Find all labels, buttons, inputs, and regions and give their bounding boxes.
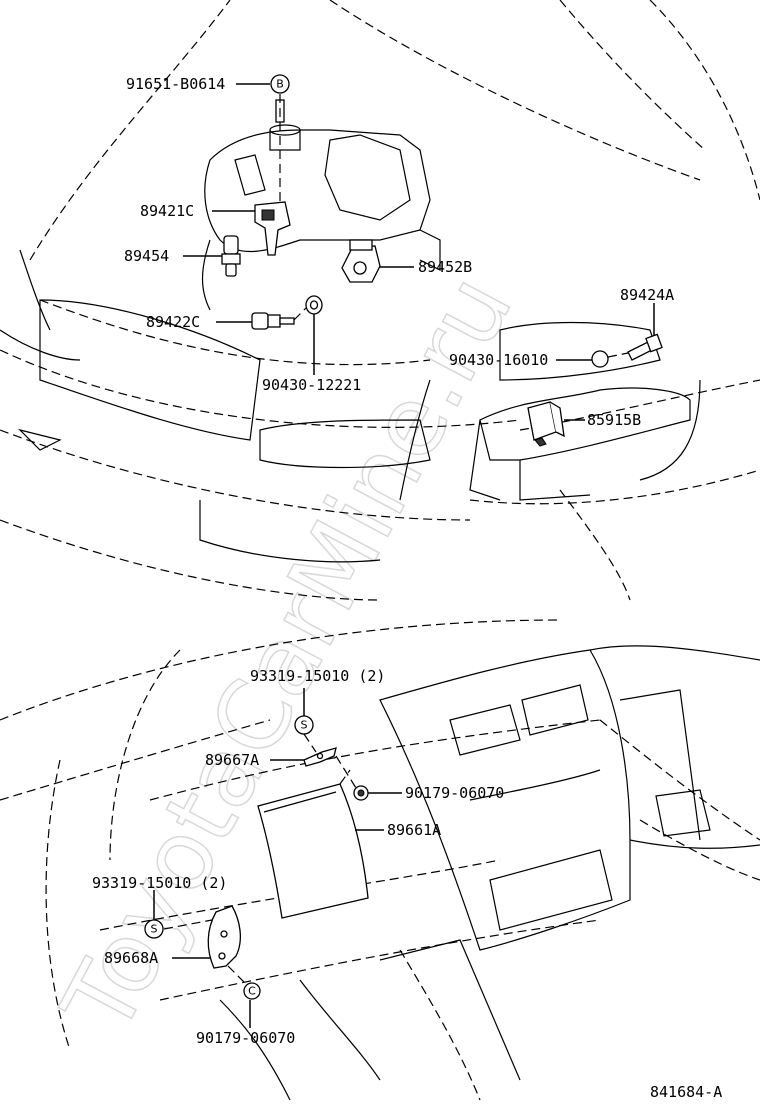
svg-text:S: S: [151, 923, 158, 936]
bracket-89667a-icon: [303, 747, 337, 767]
sensor-89424a-icon: [627, 333, 663, 361]
label-89421c: 89421C: [140, 202, 194, 220]
symbol-c-badge: C: [243, 982, 261, 1000]
bracket-89668a-icon: [207, 905, 242, 969]
svg-text:C: C: [248, 985, 256, 998]
label-89452b: 89452B: [418, 258, 472, 276]
symbol-s-badge-bottom: S: [144, 919, 164, 939]
engine-bay-outline: [0, 0, 760, 601]
gasket-90430-12221-icon: [305, 295, 323, 315]
label-89667a: 89667A: [205, 751, 259, 769]
relay-85915b-icon: [527, 401, 565, 447]
sensor-89454-icon: [221, 235, 241, 277]
label-90430-16010: 90430-16010: [449, 351, 548, 369]
label-90179-06070-top: 90179-06070: [405, 784, 504, 802]
label-91651-b0614: 91651-B0614: [126, 75, 225, 93]
label-85915b: 85915B: [587, 411, 641, 429]
label-89454: 89454: [124, 247, 169, 265]
symbol-b-badge: B: [270, 74, 290, 94]
label-93319-15010-top: 93319-15010 (2): [250, 667, 385, 685]
upper-leader-lines: [183, 83, 655, 421]
label-89424a: 89424A: [620, 286, 674, 304]
nut-90179-top-icon: [353, 785, 369, 801]
svg-text:B: B: [276, 78, 284, 91]
gasket-90430-16010-icon: [591, 350, 609, 368]
label-90179-06070-bottom: 90179-06070: [196, 1029, 295, 1047]
label-89661a: 89661A: [387, 821, 441, 839]
ecu-89661a-icon: [257, 769, 369, 919]
label-89422c: 89422C: [146, 313, 200, 331]
dashboard-outline: [0, 619, 760, 1101]
sensor-89452b-icon: [341, 239, 381, 283]
label-89668a: 89668A: [104, 949, 158, 967]
label-90430-12221: 90430-12221: [262, 376, 361, 394]
diagram-code: 841684-A: [650, 1083, 722, 1101]
lower-leader-lines: [153, 688, 402, 1028]
sensor-89421c-icon: [254, 201, 291, 256]
svg-text:S: S: [301, 719, 308, 732]
symbol-s-badge-top: S: [294, 715, 314, 735]
label-93319-15010-bottom: 93319-15010 (2): [92, 874, 227, 892]
sensor-89422c-icon: [251, 312, 295, 330]
